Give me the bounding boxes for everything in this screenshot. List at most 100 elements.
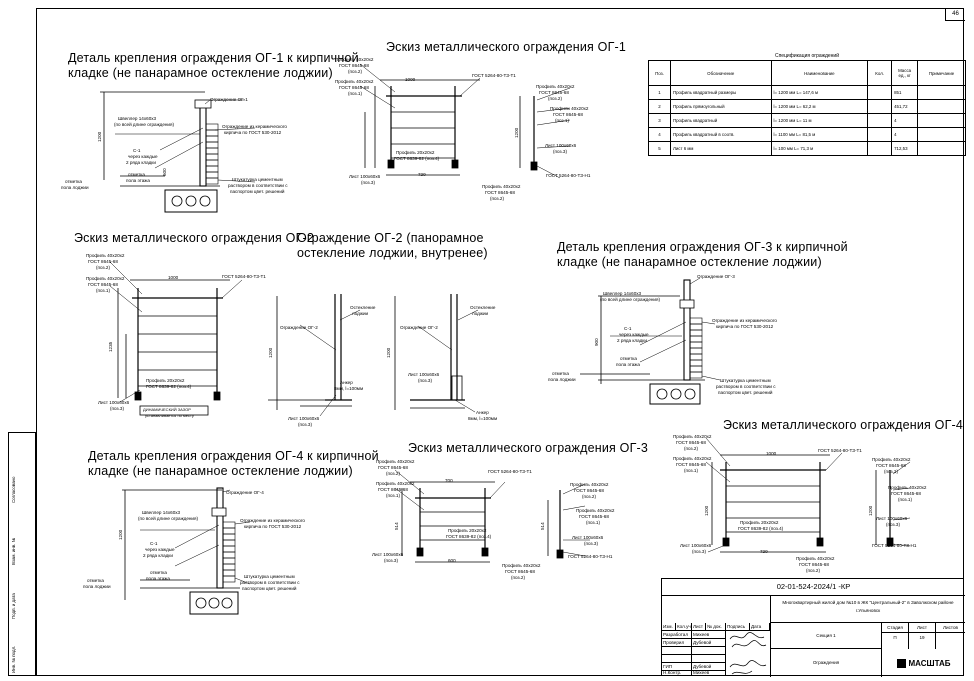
label-fence-og4: Ограждение ОГ-4	[226, 490, 264, 495]
label-loggia-og3-2: пола лоджии	[548, 377, 576, 382]
label-loggia-og4-1: отметка	[87, 578, 104, 583]
dim-600-og1: 600	[162, 168, 167, 176]
label-channel-og4-2: (по всей длине ограждения)	[138, 516, 198, 521]
label-side-profile-og3-1: Профиль 40х20х2	[570, 482, 609, 487]
label-sheet-og1-2: (поз.3)	[361, 180, 375, 185]
spec-cell: 4	[648, 127, 671, 142]
sketch-og2-drawing	[109, 261, 243, 416]
label-plaster-og3-3: паспортом цвет. решений	[718, 390, 773, 395]
label-side-sheet-og1-1: Лист 100х60х6	[545, 143, 577, 148]
company-logo: МАСШТАБ	[882, 649, 965, 677]
spec-cell	[917, 127, 966, 142]
spec-cell	[867, 99, 893, 114]
label-c1-og1-2: через каждые	[128, 154, 158, 159]
stamp-col: Подпись	[726, 623, 750, 631]
label-side-profile2-og1-2: ГОСТ 8645-68	[553, 112, 583, 117]
label-fence-og3: Ограждение ОГ-3	[697, 274, 735, 279]
label-fence-og1: Ограждение ОГ-1	[210, 97, 248, 102]
label-profile-mid-og3-1: Профиль 40х20х2	[376, 481, 415, 486]
label-profile-top-og2-3: (поз.2)	[96, 265, 110, 270]
label-side-profile-og4-1: Профиль 40х20х2	[872, 457, 911, 462]
title-detail-og3-line1: Деталь крепления ограждения ОГ-3 к кирпи…	[557, 240, 848, 254]
label-side-sheet-og1-2: (поз.3)	[553, 149, 567, 154]
spec-cell: 1	[648, 85, 671, 100]
spec-cell: Лист 6 мм	[669, 141, 772, 156]
label-side-profile-og1-2: ГОСТ 8645-68	[539, 90, 569, 95]
label-side-profile-og3-2: ГОСТ 8645-68	[574, 488, 604, 493]
dim-1200-og4: 1200	[118, 529, 123, 540]
spec-header: Примечание	[917, 60, 966, 86]
dim-og2-right: 1200	[386, 347, 391, 358]
fence-og2-drawing	[268, 294, 479, 417]
label-sheet-og3-1: Лист 100х60х6	[372, 552, 404, 557]
label-gost-t1-og2: ГОСТ 5264-80-ТЗ-Т1	[222, 274, 266, 279]
table-row: 4 Профиль квадратный в соотв. l= 1100 мм…	[648, 127, 966, 142]
spec-cell: Профиль квадратный в соотв.	[669, 127, 772, 142]
stamp-role: Разработал	[662, 631, 692, 639]
specification-table: Спецификация ограждений Поз. Обозначение…	[648, 52, 966, 156]
spec-cell	[867, 127, 893, 142]
label-side-profile2-og4-1: Профиль 40х20х2	[888, 485, 927, 490]
stage-value: П	[893, 635, 897, 640]
label-profile-mid-og4-3: (поз.1)	[684, 468, 698, 473]
label-profile-small-og3-1: Профиль 20х20х2	[448, 528, 487, 533]
label-side-profile2-og1-1: Профиль 40х20х2	[550, 106, 589, 111]
dim-og4: 1200	[704, 505, 709, 516]
spec-header: Обозначение	[669, 60, 772, 86]
side-stamp-label: Взам. инв. №	[11, 537, 16, 565]
label-gap-og2-1: ДИНАМИЧЕСКИЙ ЗАЗОР	[143, 407, 191, 412]
label-channel-og1-1: Швеллер 14х60х3	[118, 116, 157, 121]
label-side-sheet-og4-1: Лист 100х60х6	[876, 516, 908, 521]
spec-cell	[917, 141, 966, 156]
label-plaster-og4-1: Штукатурка цементным	[244, 574, 295, 579]
table-row: 5 Лист 6 мм l= 100 мм L= 71,3 м 712,53	[648, 141, 966, 156]
spec-cell: 451,72	[891, 99, 919, 114]
label-sheet-og2-2: (поз.3)	[110, 406, 124, 411]
title-sketch-og2: Эскиз металлического ограждения ОГ-2	[74, 231, 315, 245]
label-side-profile-og4-3: (поз.2)	[884, 469, 898, 474]
label-glass-right-2: лоджии	[472, 311, 489, 316]
spec-cell	[917, 99, 966, 114]
label-profile-top-og2-2: ГОСТ 8645-68	[88, 259, 118, 264]
label-channel-og3-2: (по всей длине ограждения)	[600, 297, 660, 302]
company-name: МАСШТАБ	[908, 658, 951, 668]
sheet-label: Лист	[909, 623, 935, 633]
label-sheet-og3-2: (поз.3)	[384, 558, 398, 563]
stamp-person: Дубевой	[692, 639, 726, 647]
stamp-role	[662, 655, 692, 663]
spec-cell: 712,53	[891, 141, 919, 156]
dim-og2-left: 1200	[268, 347, 273, 358]
title-detail-og1-line2: кладке (не панарамное остекление лоджии)	[68, 66, 333, 80]
label-loggia-og3-1: отметка	[552, 371, 569, 376]
spec-cell	[867, 85, 893, 100]
label-profile-mid-og2-2: ГОСТ 8645-68	[88, 282, 118, 287]
drawing-frame	[36, 8, 964, 676]
label-plaster-og1-2: раствором в соответствии с	[228, 183, 288, 188]
label-anchor-right-1: Анкер	[476, 410, 489, 415]
label-floor-og1-1: отметка	[128, 172, 145, 177]
label-profile-small-og4-2: ГОСТ 8639-82 (поз.4)	[738, 526, 784, 531]
label-profile-top-og3-1: Профиль 40х20х2	[376, 459, 415, 464]
label-side-profile3-og3-1: Профиль 40х20х2	[502, 563, 541, 568]
label-gost-n1-og4: ГОСТ 5264-80-ТЗ-Н1	[872, 543, 917, 548]
label-profile-top-og2-1: Профиль 40х20х2	[86, 253, 125, 258]
spec-cell: Профиль квадратный	[669, 113, 772, 128]
sheet-number: 46	[945, 8, 965, 21]
label-plate-right-2: (поз.3)	[418, 378, 432, 383]
label-profile-small-og3-2: ГОСТ 8639-82 (поз.4)	[446, 534, 492, 539]
label-profile-top-og4-3: (поз.2)	[684, 446, 698, 451]
label-anchor-og1-2: кирпича по ГОСТ 530-2012	[224, 130, 282, 135]
spec-caption: Спецификация ограждений	[774, 53, 840, 59]
sketch-og1-drawing	[359, 63, 571, 179]
label-channel-og1-2: (по всей длине ограждения)	[114, 122, 174, 127]
label-side-profile2-og4-2: ГОСТ 8645-68	[891, 491, 921, 496]
label-profile-top-og4-1: Профиль 40х20х2	[673, 434, 712, 439]
project-name-line1: Многоквартирный жилой дом №10 в ЖК "Цент…	[782, 600, 954, 605]
dim-1000-og2: 1000	[168, 275, 179, 280]
dim-1235-og2: 1235	[108, 341, 113, 352]
sheets-cell: Листов	[936, 623, 965, 649]
label-gost-t1-og1: ГОСТ 5264-80-ТЗ-Т1	[472, 73, 516, 78]
label-side-profile2-og1-3: (поз.1)	[555, 118, 569, 123]
title-sketch-og4: Эскиз металлического ограждения ОГ-4	[723, 418, 964, 432]
label-floor-og3-2: пола этажа	[616, 362, 640, 367]
